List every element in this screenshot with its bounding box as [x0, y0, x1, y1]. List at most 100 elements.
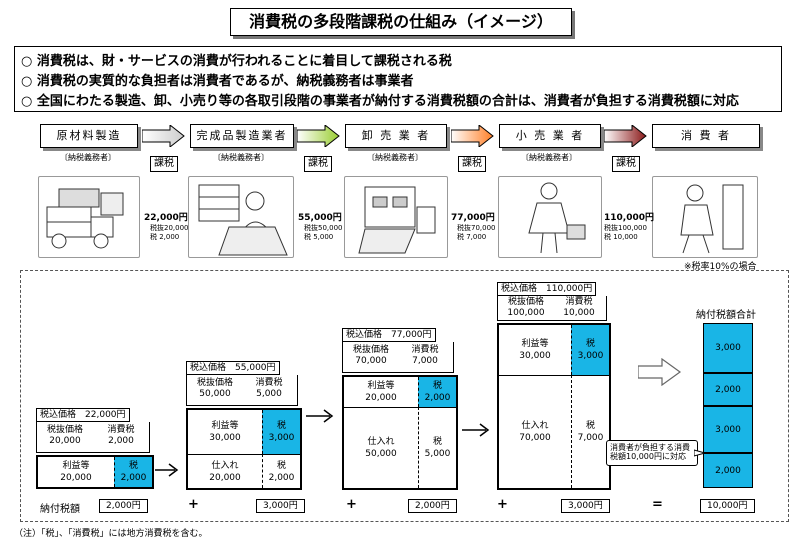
tax-incl-label: 税込価格	[40, 410, 77, 420]
kazei-label: 課税	[150, 156, 178, 172]
arrow-right-icon	[297, 125, 340, 147]
total-block-value: 2,000	[715, 384, 741, 395]
tax-incl-value: 22,000円	[85, 410, 126, 420]
price-tax: 税 7,000	[457, 233, 487, 241]
stage-consumer: 消 費 者	[652, 124, 760, 148]
price-pretax: 税抜50,000	[304, 224, 343, 232]
tax-value: 7,000	[412, 356, 438, 366]
tax-value: 5,000	[256, 389, 282, 399]
purchase-value: 50,000	[365, 449, 397, 459]
arrow-right-icon	[451, 125, 494, 147]
paid-amount: 2,000円	[408, 499, 457, 513]
tax-rate-note: ※税率10%の場合	[684, 262, 757, 272]
profit-label: 利益等	[211, 421, 239, 431]
pretax-label: 税抜価格	[46, 425, 83, 435]
arrow-right-icon	[638, 358, 682, 386]
zei-label: 税	[276, 421, 286, 431]
price-tax: 税 10,000	[604, 233, 638, 241]
tax-incl-value: 55,000円	[235, 363, 276, 373]
plus-sign: +	[188, 497, 199, 512]
point-3: ○ 全国にわたる製造、卸、小売り等の各取引段階の事業者が納付する消費税額の合計は…	[21, 94, 739, 109]
zei-label: 税	[432, 381, 442, 391]
wholesaler-illustration	[344, 176, 448, 258]
profit-label: 利益等	[62, 461, 90, 471]
zei-value: 2,000	[120, 473, 147, 483]
purchase-tax-value: 7,000	[577, 433, 604, 443]
callout-pointer	[694, 449, 706, 457]
purchase-label: 仕入れ	[367, 437, 395, 447]
paid-amount: 3,000円	[561, 499, 610, 513]
taxpayer-label: 〔納税義務者〕	[521, 153, 577, 162]
price-pretax: 税抜100,000	[604, 224, 647, 232]
retailer-illustration	[498, 176, 602, 258]
truck-icon	[46, 188, 124, 249]
zei-value: 3,000	[577, 351, 604, 361]
arrow-right-icon	[462, 423, 490, 437]
kazei-label: 課税	[612, 156, 640, 172]
stage-wholesaler: 卸 売 業 者	[345, 124, 447, 148]
total-block-value: 2,000	[715, 465, 741, 476]
price-tax: 税 5,000	[304, 233, 334, 241]
plus-sign: +	[346, 497, 357, 512]
price-pretax: 税抜70,000	[457, 224, 496, 232]
stage-raw-material: 原材料製造	[40, 124, 138, 148]
shopper-icon	[528, 182, 586, 254]
pretax-value: 70,000	[355, 356, 387, 366]
price-total: 22,000円	[144, 213, 188, 223]
profit-label: 利益等	[367, 381, 395, 391]
profit-value: 30,000	[209, 433, 241, 443]
zei-value: 3,000	[268, 433, 295, 443]
price-pretax: 税抜20,000	[150, 224, 189, 232]
tax-incl-label: 税込価格	[190, 363, 227, 373]
pretax-value: 50,000	[199, 389, 231, 399]
paid-tax-label: 納付税額	[40, 504, 80, 515]
price-total: 110,000円	[604, 213, 654, 223]
price-total: 77,000円	[451, 213, 495, 223]
worker-icon	[198, 184, 288, 256]
purchase-label: 仕入れ	[521, 421, 549, 431]
plus-sign: +	[497, 497, 508, 512]
price-tax: 税 2,000	[150, 233, 180, 241]
pretax-label: 税抜価格	[196, 378, 233, 388]
stage-retailer: 小 売 業 者	[499, 124, 601, 148]
price-total: 55,000円	[298, 213, 342, 223]
footnote: （注）「税」、「消費税」には地方消費税を含む。	[14, 529, 208, 539]
boxes-icon	[358, 186, 436, 254]
paid-total: 10,000円	[700, 499, 755, 513]
total-block: 3,000	[704, 407, 752, 454]
zei-label: 税	[585, 339, 595, 349]
tax-incl-label: 税込価格	[346, 330, 383, 340]
kazei-label: 課税	[458, 156, 486, 172]
purchase-tax-value: 2,000	[268, 472, 295, 483]
tax-incl-value: 110,000円	[546, 284, 593, 294]
tax-value: 10,000	[563, 308, 595, 318]
tax-value: 2,000	[108, 436, 134, 446]
purchase-value: 20,000	[209, 472, 241, 483]
tax-label: 消費税	[565, 297, 593, 307]
consumer-icon	[680, 184, 744, 254]
purchase-value: 70,000	[519, 433, 551, 443]
total-block: 2,000	[704, 454, 752, 487]
key-points-box: ○ 消費税は、財・サービスの消費が行われることに着目して課税される税 ○ 消費税…	[14, 46, 782, 112]
purchase-tax-value: 5,000	[424, 449, 451, 459]
pretax-value: 20,000	[49, 436, 81, 446]
pretax-value: 100,000	[507, 308, 545, 318]
arrow-right-icon	[306, 409, 334, 423]
profit-value: 20,000	[60, 473, 92, 483]
tax-label: 消費税	[107, 425, 135, 435]
paid-amount: 2,000円	[99, 499, 148, 513]
zei-label: 税	[585, 421, 595, 431]
total-block: 2,000	[704, 374, 752, 407]
zei-label: 税	[432, 437, 442, 447]
arrow-right-icon	[142, 125, 185, 147]
tax-label: 消費税	[411, 345, 439, 355]
zei-value: 2,000	[424, 393, 451, 403]
manufacturer-illustration	[188, 176, 294, 258]
page-title: 消費税の多段階課税の仕組み（イメージ）	[230, 8, 572, 36]
consumer-note: 消費者が負担する消費税額10,000円に対応	[606, 440, 698, 466]
total-block: 3,000	[704, 324, 752, 374]
